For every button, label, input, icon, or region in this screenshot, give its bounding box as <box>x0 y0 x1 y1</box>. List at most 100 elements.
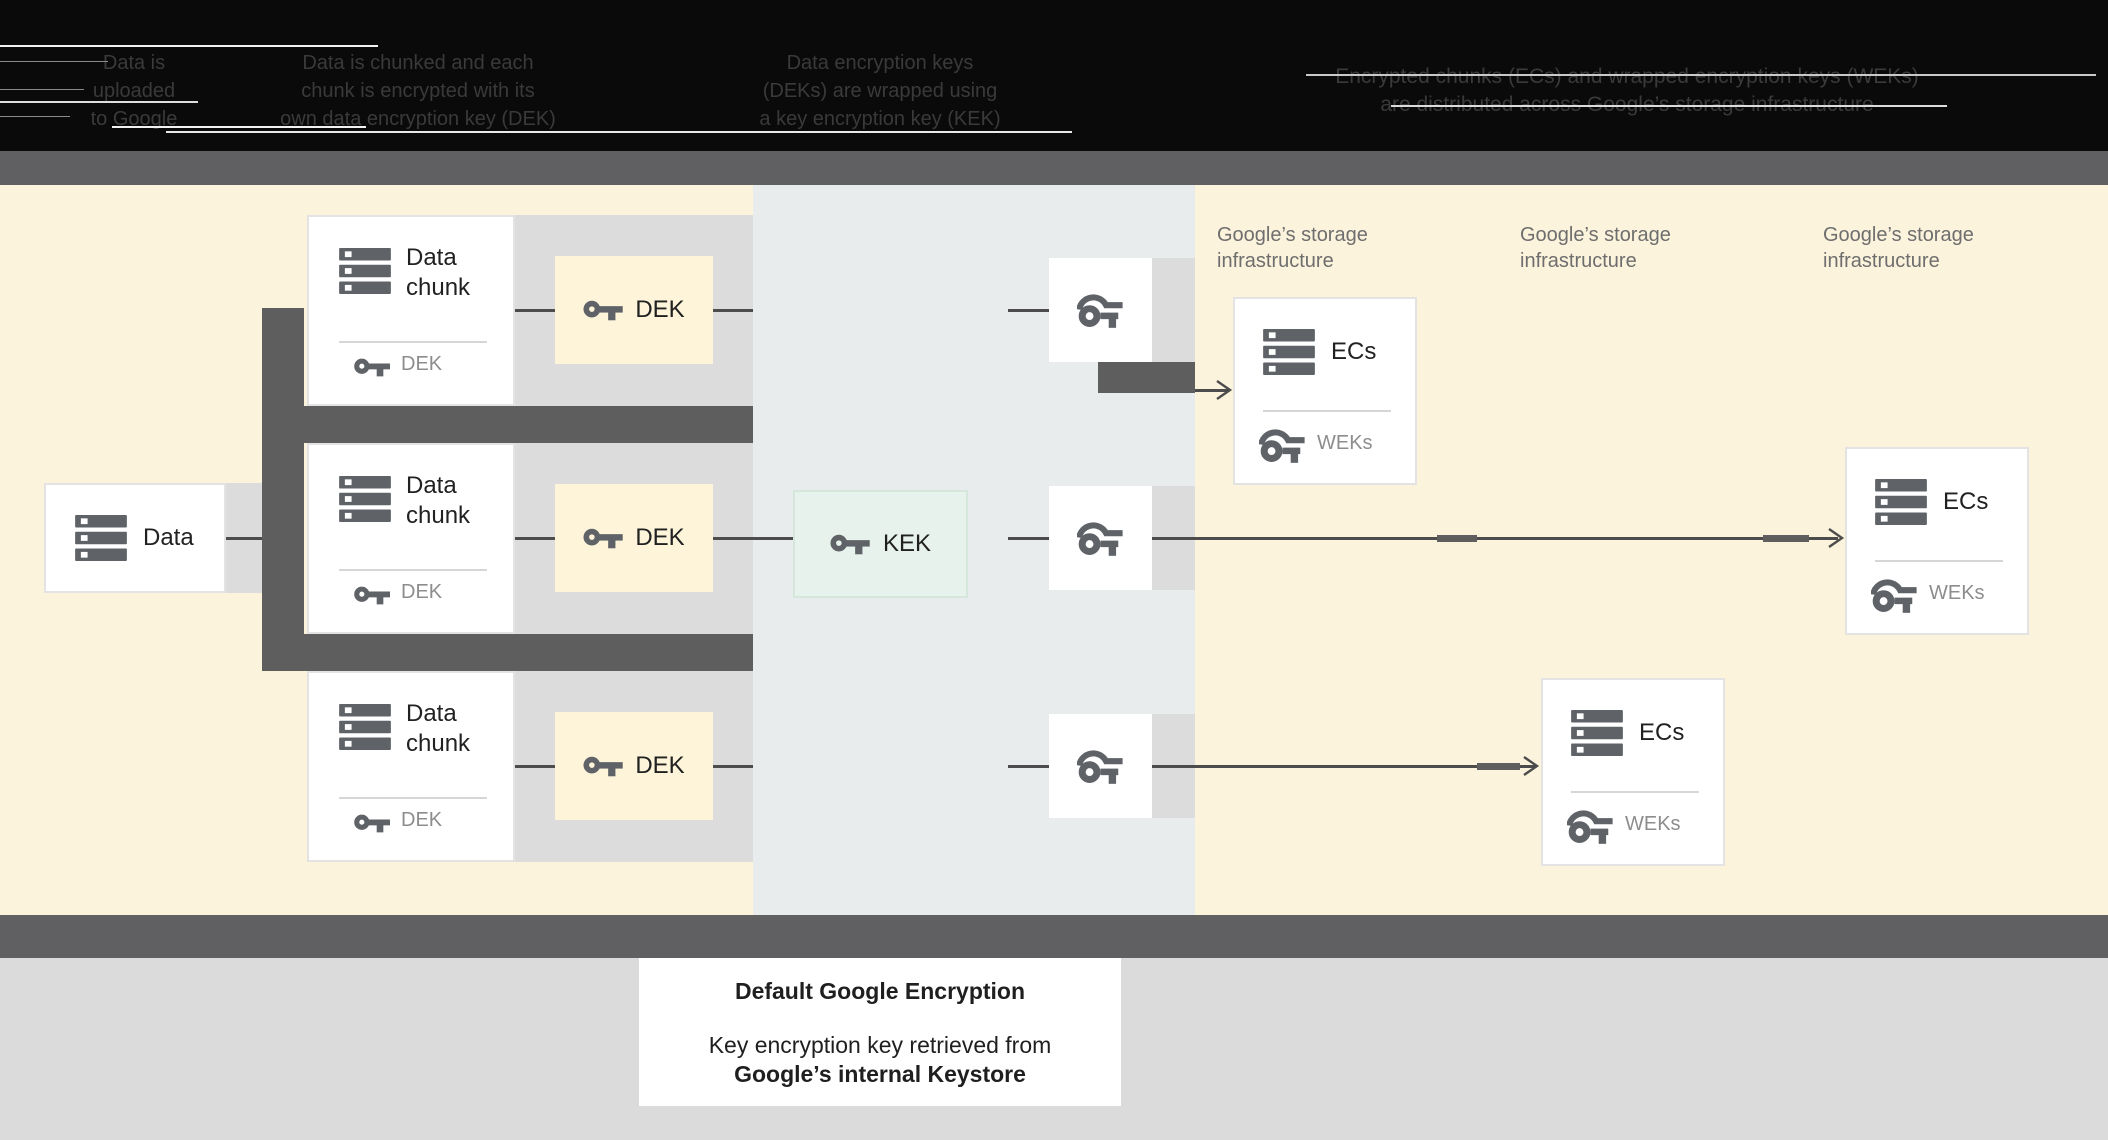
header-caption-line: uploaded <box>92 80 176 102</box>
card-divider <box>339 569 487 571</box>
flow-segment <box>1477 763 1520 770</box>
database-icon <box>1875 479 1927 525</box>
header-caption-chunking: Data is chunked and each chunk is encryp… <box>258 49 578 133</box>
database-icon <box>339 476 391 522</box>
wrapping-key-box <box>1049 486 1152 590</box>
connector-line <box>753 537 793 540</box>
ecs-card: ECs WEKs <box>1845 447 2029 635</box>
card-divider <box>1571 791 1699 793</box>
connector-line <box>713 309 753 312</box>
arrow-line <box>1152 537 1838 540</box>
top-separator-band <box>0 151 2108 185</box>
key-icon <box>583 526 623 550</box>
header-caption-line: Data is <box>102 52 166 74</box>
flow-bar <box>262 634 753 671</box>
flow-bar <box>1098 362 1195 393</box>
header-artifact-line <box>112 126 366 128</box>
dek-box: DEK <box>555 712 713 820</box>
header-artifact-line <box>166 131 1072 133</box>
wrapped-key-icon <box>1567 806 1613 846</box>
flow-segment <box>1437 535 1477 542</box>
kek-box-label: KEK <box>882 530 932 557</box>
wrapped-key-icon <box>1871 575 1917 615</box>
database-icon <box>75 515 127 561</box>
connector-line <box>222 537 266 540</box>
data-chunk-label: Data chunk <box>406 700 471 757</box>
dek-box-label: DEK <box>635 752 685 779</box>
bottom-separator-band <box>0 915 2108 958</box>
trunk-bar <box>262 308 304 671</box>
card-divider <box>339 797 487 799</box>
connector-line <box>713 537 753 540</box>
header-artifact-line <box>1306 74 2096 76</box>
flow-segment <box>1763 535 1809 542</box>
wrapped-key-icon <box>1259 425 1305 465</box>
storage-infra-label: Google’s storage infrastructure <box>1520 224 1671 272</box>
header-caption-line: (DEKs) are wrapped using <box>762 80 998 102</box>
data-chunk-label: Data chunk <box>406 244 471 301</box>
header-caption-line: to Google <box>90 108 178 130</box>
ecs-card: ECs WEKs <box>1233 297 1417 485</box>
database-icon <box>1263 329 1315 375</box>
arrow-line <box>1152 765 1536 768</box>
weks-label: WEKs <box>1317 432 1373 454</box>
database-icon <box>1571 710 1623 756</box>
connector-line <box>515 309 555 312</box>
arrow-line <box>1195 389 1229 392</box>
wrapping-key-box <box>1049 258 1152 362</box>
card-divider <box>1875 560 2003 562</box>
dek-box: DEK <box>555 484 713 592</box>
connector-line <box>1008 309 1050 312</box>
connector-line <box>515 537 555 540</box>
database-icon <box>339 704 391 750</box>
header-caption-line: Data is chunked and each <box>302 52 534 74</box>
header-artifact-line <box>0 89 84 90</box>
header-caption-line: a key encryption key (KEK) <box>759 108 1001 130</box>
key-icon <box>354 584 390 606</box>
header-artifact-line <box>0 45 378 47</box>
chunk-dek-label: DEK <box>401 581 443 603</box>
data-chunk-card: Data chunk DEK <box>307 215 515 406</box>
header-caption-line: Data encryption keys <box>786 52 974 74</box>
ecs-label: ECs <box>1943 488 1989 515</box>
chunk-dek-label: DEK <box>401 809 443 831</box>
storage-infra-label: Google’s storage infrastructure <box>1217 224 1368 272</box>
header-caption-line: are distributed across Google’s storage … <box>1380 93 1874 116</box>
data-chunk-card: Data chunk DEK <box>307 671 515 862</box>
caption-body-line: Key encryption key retrieved from <box>708 1032 1052 1058</box>
connector-line <box>1008 537 1050 540</box>
connector-line <box>515 765 555 768</box>
wrapped-key-icon <box>1077 290 1123 330</box>
data-box: Data <box>44 483 226 593</box>
data-chunk-label: Data chunk <box>406 472 471 529</box>
key-box-backdrop <box>1152 258 1195 362</box>
key-icon <box>354 356 390 378</box>
header-caption-wrapping: Data encryption keys (DEKs) are wrapped … <box>710 49 1050 133</box>
header-artifact-line <box>1391 105 1947 107</box>
ecs-label: ECs <box>1331 338 1377 365</box>
caption-body-line: Google’s internal Keystore <box>734 1061 1026 1087</box>
ecs-card: ECs WEKs <box>1541 678 1725 866</box>
dek-box: DEK <box>555 256 713 364</box>
weks-label: WEKs <box>1929 582 1985 604</box>
header-artifact-line <box>0 101 198 103</box>
header-caption-distribution: Encrypted chunks (ECs) and wrapped encry… <box>1307 63 1947 119</box>
caption-title: Default Google Encryption <box>734 978 1026 1004</box>
storage-infra-label: Google’s storage infrastructure <box>1823 224 1974 272</box>
header-caption-line: own data encryption key (DEK) <box>280 108 556 130</box>
connector-line <box>1008 765 1050 768</box>
kek-box: KEK <box>793 490 968 598</box>
header-caption-line: Encrypted chunks (ECs) and wrapped encry… <box>1335 65 1919 88</box>
key-icon <box>583 298 623 322</box>
key-icon <box>354 812 390 834</box>
data-chunk-card: Data chunk DEK <box>307 443 515 634</box>
chunk-dek-label: DEK <box>401 353 443 375</box>
ecs-label: ECs <box>1639 719 1685 746</box>
dek-box-label: DEK <box>635 296 685 323</box>
header-artifact-line <box>0 116 70 117</box>
caption-card: Default Google Encryption Key encryption… <box>639 958 1121 1106</box>
weks-label: WEKs <box>1625 813 1681 835</box>
header-caption-upload: Data is uploaded to Google <box>34 49 234 133</box>
card-divider <box>339 341 487 343</box>
